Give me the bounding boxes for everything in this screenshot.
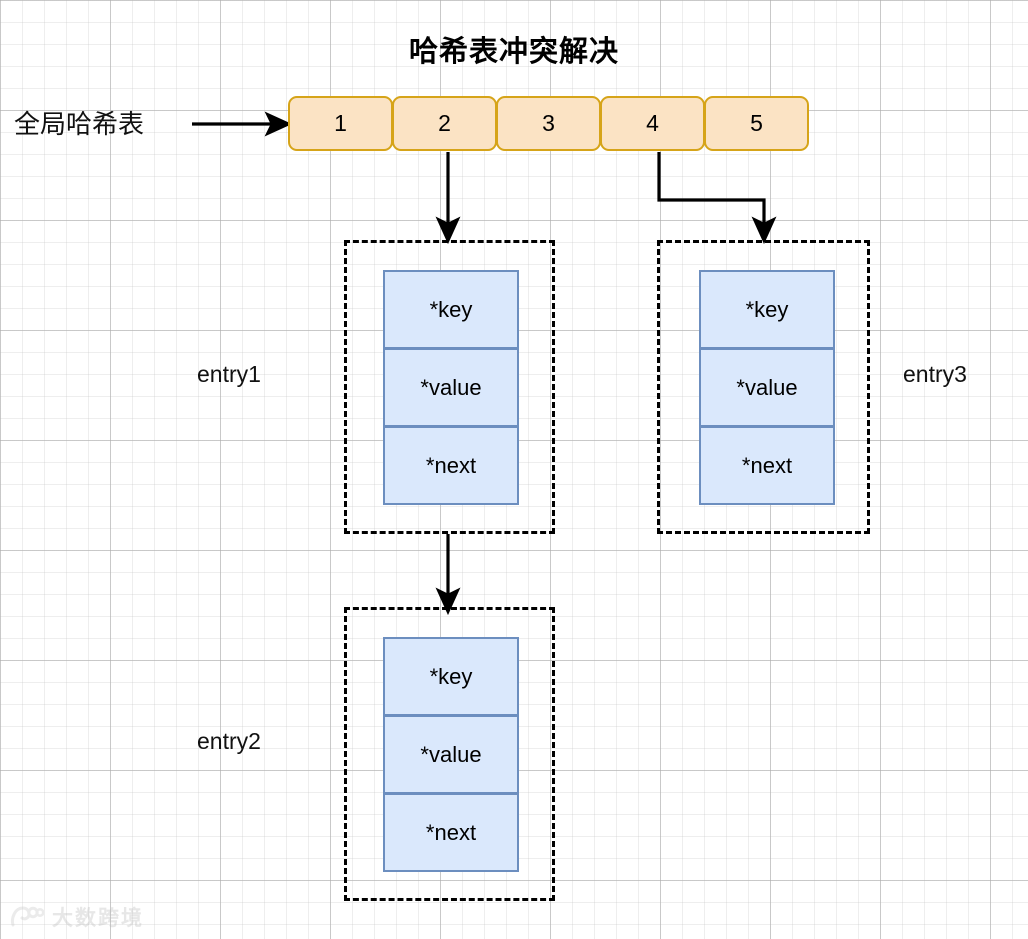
entry1-field-next[interactable]: *next — [383, 426, 519, 505]
hash-table-array: 1 2 3 4 5 — [288, 96, 809, 151]
global-hash-table-label: 全局哈希表 — [14, 109, 145, 139]
watermark-text: 大数跨境 — [52, 907, 144, 930]
hash-cell-3[interactable]: 3 — [496, 96, 601, 151]
watermark-logo-icon — [11, 906, 44, 927]
entry2-container: *key *value *next — [344, 607, 555, 901]
entry3-field-key[interactable]: *key — [699, 270, 835, 349]
entry1-field-key[interactable]: *key — [383, 270, 519, 349]
hash-cell-5[interactable]: 5 — [704, 96, 809, 151]
entry2-field-next[interactable]: *next — [383, 793, 519, 872]
hash-cell-4[interactable]: 4 — [600, 96, 705, 151]
entry1-field-value[interactable]: *value — [383, 348, 519, 427]
entry3-field-value[interactable]: *value — [699, 348, 835, 427]
entry1-label: entry1 — [197, 361, 261, 387]
watermark: 大数跨境 — [10, 902, 144, 932]
page-title: 哈希表冲突解决 — [408, 36, 619, 68]
hash-cell-2[interactable]: 2 — [392, 96, 497, 151]
hash-cell-1[interactable]: 1 — [288, 96, 393, 151]
entry2-field-value[interactable]: *value — [383, 715, 519, 794]
entry3-field-next[interactable]: *next — [699, 426, 835, 505]
connector-cell4-to-entry3 — [657, 152, 777, 245]
entry2-field-key[interactable]: *key — [383, 637, 519, 716]
entry1-container: *key *value *next — [344, 240, 555, 534]
entry3-container: *key *value *next — [657, 240, 870, 534]
entry2-label: entry2 — [197, 728, 261, 754]
entry3-label: entry3 — [903, 361, 967, 387]
